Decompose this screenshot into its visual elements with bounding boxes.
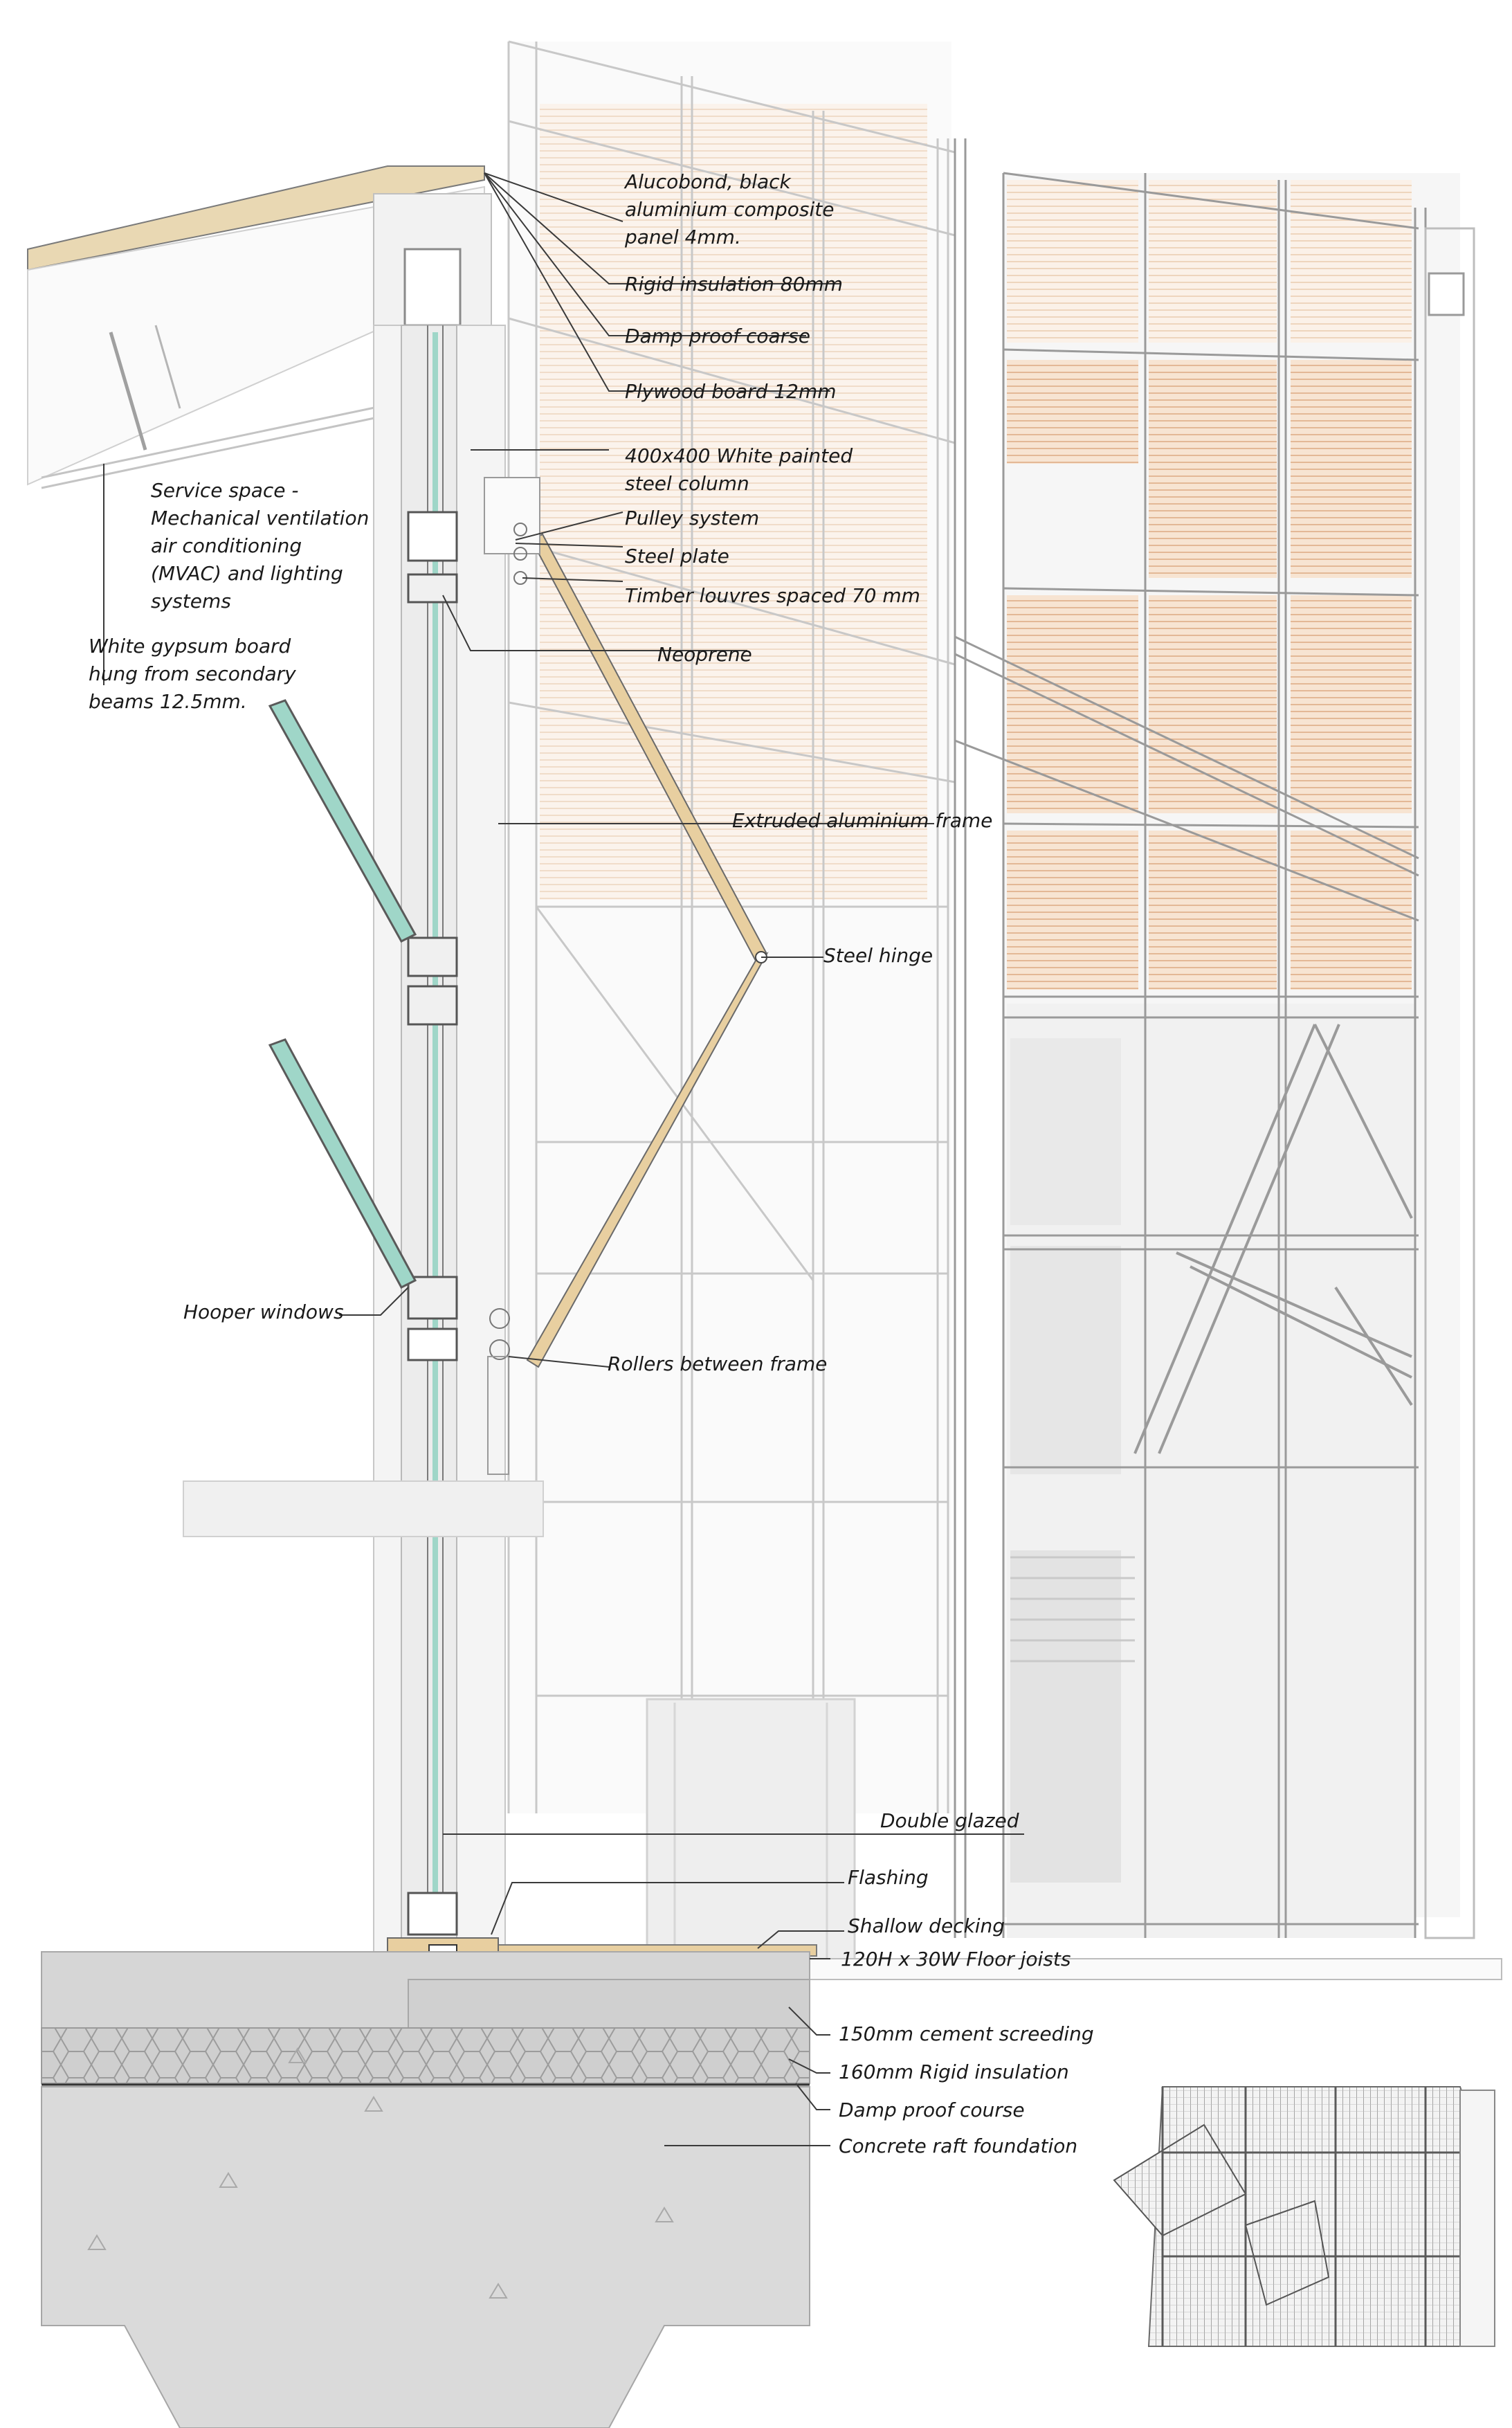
leader-lines	[103, 172, 1024, 2146]
label-neoprene: Neoprene	[657, 643, 752, 666]
label-steel-column: 400x400 White painted steel column	[625, 444, 859, 495]
background-elevation	[507, 40, 1475, 1964]
label-timber-louvres: Timber louvres spaced 70 mm	[625, 584, 920, 607]
label-raft-foundation: Concrete raft foundation	[839, 2135, 1077, 2157]
label-service-space: Service space - Mechanical ventilation a…	[151, 479, 375, 613]
floor-buildup	[41, 1937, 1502, 2428]
hopper-windows	[268, 699, 417, 1289]
label-steel-plate: Steel plate	[625, 545, 729, 568]
inset-3d-view	[1097, 2086, 1498, 2347]
annotation-labels: Alucobond, black aluminium composite pan…	[89, 170, 1094, 2157]
label-damp-proof-roof: Damp proof coarse	[625, 325, 810, 347]
label-rollers: Rollers between frame	[608, 1352, 827, 1375]
label-alucobond: Alucobond, black aluminium composite pan…	[623, 170, 840, 248]
label-extruded-frame: Extruded aluminium frame	[732, 809, 992, 832]
label-hooper-windows: Hooper windows	[183, 1301, 344, 1323]
label-flashing: Flashing	[848, 1866, 929, 1889]
label-gypsum: White gypsum board hung from secondary b…	[89, 635, 302, 713]
column-wall-section	[183, 325, 544, 1953]
label-pulley: Pulley system	[625, 507, 759, 529]
label-plywood: Plywood board 12mm	[625, 380, 837, 403]
timber-louvre-panel	[484, 477, 769, 1475]
label-steel-hinge: Steel hinge	[823, 944, 933, 967]
label-double-glazed: Double glazed	[880, 1809, 1019, 1832]
label-shallow-decking: Shallow decking	[848, 1914, 1005, 1937]
label-rigid-insulation-floor: 160mm Rigid insulation	[839, 2060, 1069, 2083]
label-floor-joists: 120H x 30W Floor joists	[841, 1948, 1071, 1971]
label-rigid-insulation-roof: Rigid insulation 80mm	[625, 273, 843, 296]
label-damp-proof-floor: Damp proof course	[839, 2099, 1025, 2121]
label-screeding: 150mm cement screeding	[839, 2022, 1094, 2045]
